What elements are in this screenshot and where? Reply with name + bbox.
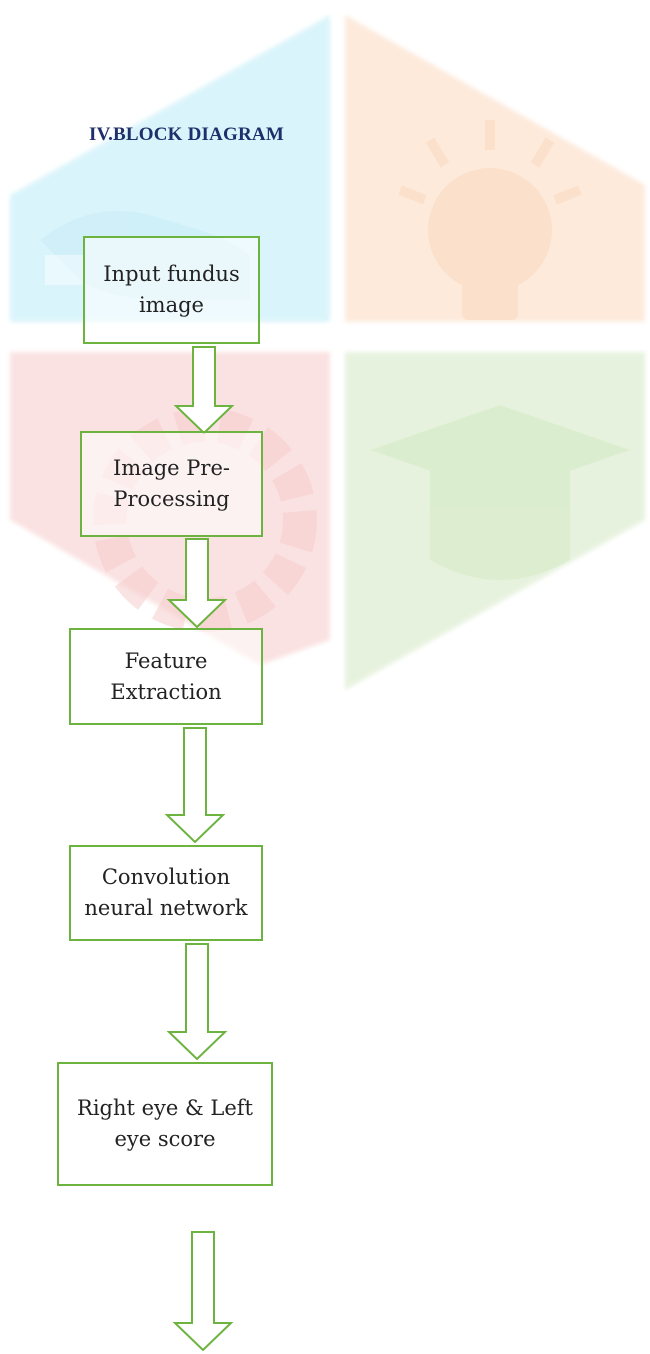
block-label-line-1: Feature xyxy=(124,648,208,673)
graduation-cap-icon xyxy=(370,405,630,580)
flow-arrow-down-1 xyxy=(173,346,235,434)
watermark-panel-green xyxy=(345,352,645,690)
block-label-line-1: Input fundus xyxy=(103,262,240,286)
lightbulb-icon xyxy=(398,120,582,320)
block-feature-extraction: Feature Extraction xyxy=(69,628,263,725)
block-convolution-neural-network: Convolution neural network xyxy=(69,845,263,941)
block-input-fundus-image: Input fundus image xyxy=(83,236,260,344)
block-label-line-2: Extraction xyxy=(110,679,222,704)
flow-arrow-down-4 xyxy=(166,943,228,1060)
watermark-panel-orange xyxy=(345,15,645,322)
block-image-pre-processing: Image Pre- Processing xyxy=(80,431,263,537)
block-label-line-2: neural network xyxy=(84,896,248,920)
block-label-line-1: Convolution xyxy=(101,865,231,889)
flow-arrow-down-3 xyxy=(164,727,226,843)
block-label-line-2: eye score xyxy=(114,1127,216,1151)
block-label-line-1: Image Pre- xyxy=(113,456,230,480)
flow-arrow-down-2 xyxy=(166,538,228,628)
flow-arrow-down-5 xyxy=(172,1231,234,1351)
block-label-line-2: image xyxy=(138,293,204,317)
block-label-line-2: Processing xyxy=(113,487,230,511)
section-heading: IV.BLOCK DIAGRAM xyxy=(89,124,284,145)
block-right-left-eye-score: Right eye & Left eye score xyxy=(57,1062,273,1186)
block-label-line-1: Right eye & Left xyxy=(77,1096,253,1120)
